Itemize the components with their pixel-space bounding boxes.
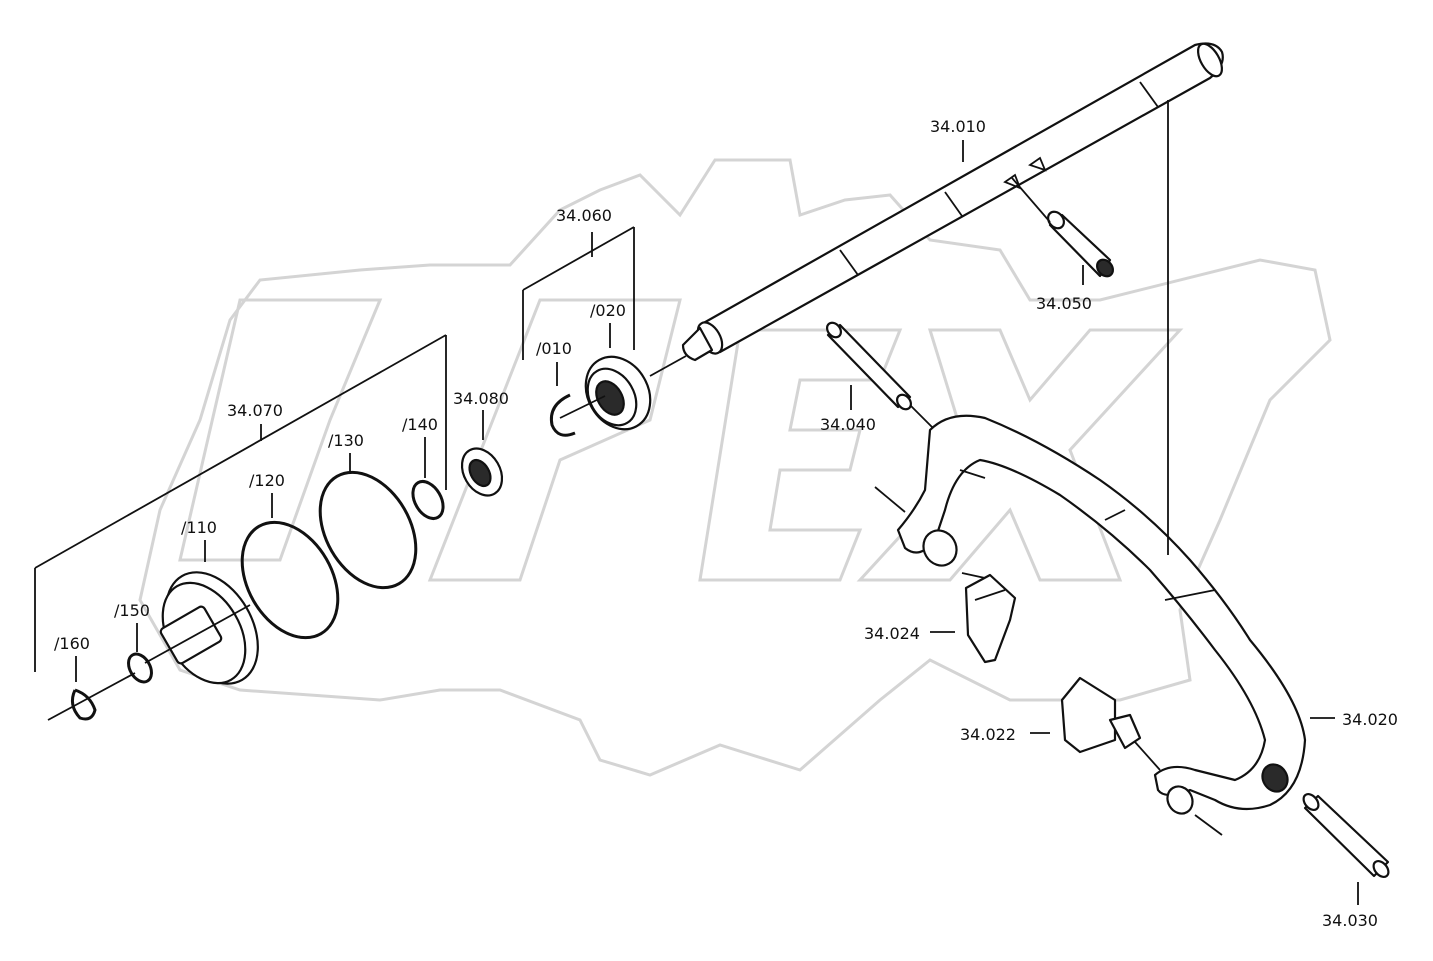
label-010: /010 bbox=[536, 339, 572, 358]
label-34-060: 34.060 bbox=[556, 206, 612, 225]
label-150: /150 bbox=[114, 601, 150, 620]
label-34-022: 34.022 bbox=[960, 725, 1016, 744]
oring-120 bbox=[240, 520, 340, 640]
label-34-010: 34.010 bbox=[930, 117, 986, 136]
pin-34-030 bbox=[1302, 793, 1390, 878]
oring-130 bbox=[318, 470, 418, 590]
seal-34-080 bbox=[460, 447, 504, 497]
oring-140 bbox=[411, 480, 445, 520]
pin-34-040 bbox=[826, 321, 936, 431]
label-34-040: 34.040 bbox=[820, 415, 876, 434]
label-130: /130 bbox=[328, 431, 364, 450]
opex-watermark bbox=[138, 158, 1332, 777]
washer-150 bbox=[127, 652, 153, 684]
label-160: /160 bbox=[54, 634, 90, 653]
label-34-070: 34.070 bbox=[227, 401, 283, 420]
label-34-050: 34.050 bbox=[1036, 294, 1092, 313]
pad-34-024 bbox=[961, 572, 1017, 664]
part-labels: 34.010 34.050 34.060 /020 /010 34.080 34… bbox=[54, 117, 1398, 930]
label-020: /020 bbox=[590, 301, 626, 320]
fork-34-020 bbox=[874, 414, 1307, 836]
pin-34-050 bbox=[1011, 177, 1114, 278]
label-34-080: 34.080 bbox=[453, 389, 509, 408]
pad-34-022 bbox=[1060, 676, 1161, 771]
bearing-020 bbox=[584, 355, 687, 431]
cover-110 bbox=[144, 571, 259, 685]
circlip-160 bbox=[47, 672, 136, 721]
label-110: /110 bbox=[181, 518, 217, 537]
label-34-024: 34.024 bbox=[864, 624, 920, 643]
circlip-010 bbox=[549, 393, 606, 437]
label-140: /140 bbox=[402, 415, 438, 434]
shaft-34-010 bbox=[681, 42, 1224, 362]
label-34-030: 34.030 bbox=[1322, 911, 1378, 930]
label-34-020: 34.020 bbox=[1342, 710, 1398, 729]
leader-lines bbox=[34, 100, 1359, 905]
label-120: /120 bbox=[249, 471, 285, 490]
